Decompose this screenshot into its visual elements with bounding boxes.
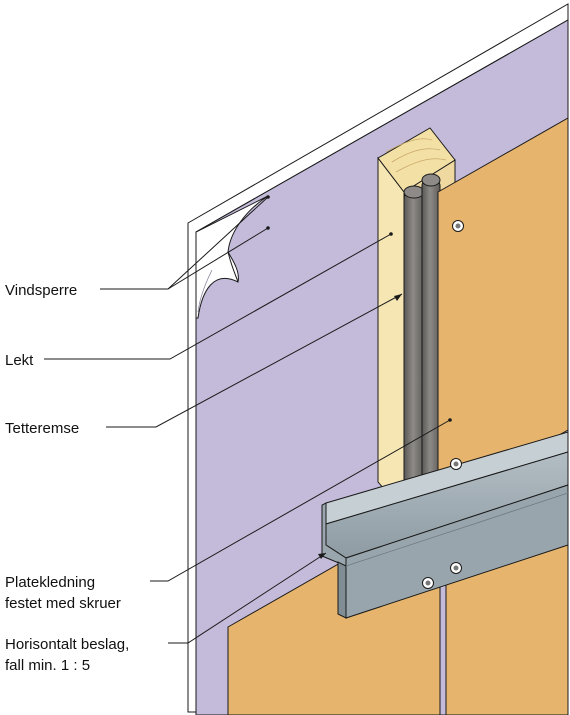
label-horisontalt-beslag-line-1: Horisontalt beslag, bbox=[5, 636, 130, 653]
label-vindsperre: Vindsperre bbox=[5, 282, 78, 299]
leader-dot bbox=[389, 232, 393, 236]
label-lekt: Lekt bbox=[5, 352, 34, 369]
leader-dot bbox=[448, 418, 452, 422]
leader-line-tetteremse bbox=[106, 293, 403, 428]
label-platekledning-line-1: Platekledning bbox=[5, 574, 96, 591]
label-platekledning-line-2: festet med skruer bbox=[5, 595, 121, 612]
leader-arrowhead bbox=[318, 553, 326, 559]
screw-icon bbox=[422, 577, 434, 589]
screw-icon bbox=[450, 562, 462, 574]
screw-icon bbox=[452, 220, 464, 232]
label-tetteremse: Tetteremse bbox=[5, 420, 80, 437]
horizontal-flashing bbox=[321, 431, 569, 619]
label-horisontalt-beslag-line-2: fall min. 1 : 5 bbox=[5, 657, 91, 674]
label-horisontalt-beslag: Horisontalt beslag, fall min. 1 : 5 bbox=[5, 634, 129, 676]
leader-line-platekledning bbox=[150, 419, 451, 582]
leader-line-lekt bbox=[44, 233, 392, 360]
cladding-panel-upper-right bbox=[437, 117, 569, 504]
leader-dot bbox=[266, 226, 270, 230]
sealing-strip bbox=[403, 173, 441, 509]
leader-line-horisontalt-beslag bbox=[168, 552, 327, 644]
screw-icon bbox=[450, 458, 462, 470]
label-platekledning: Platekledning festet med skruer bbox=[5, 572, 121, 614]
leader-line-vindsperre-2 bbox=[167, 227, 269, 290]
leader-dot bbox=[266, 195, 270, 199]
leader-arrowhead bbox=[394, 294, 402, 301]
batten-end-grain bbox=[377, 127, 456, 193]
